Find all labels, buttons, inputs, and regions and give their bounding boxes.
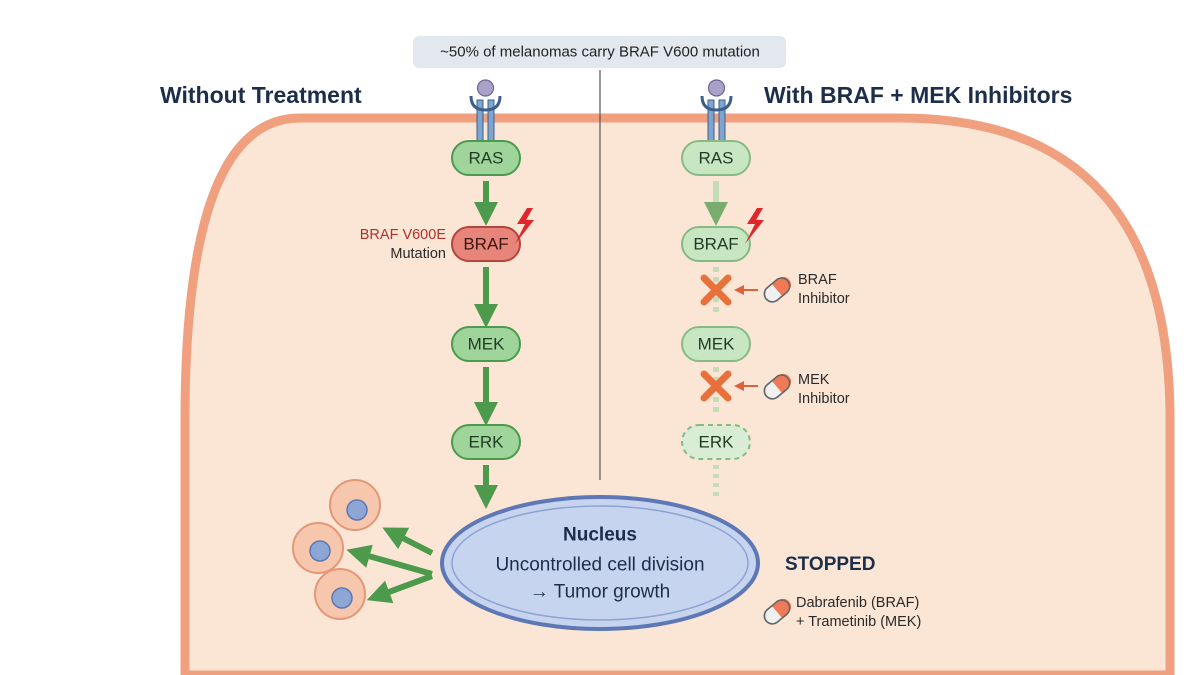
- braf-inhibition-cross-icon: [700, 274, 732, 306]
- mutation-label-line1: BRAF V600E: [360, 227, 447, 243]
- left-mek-label: MEK: [468, 335, 506, 354]
- left-heading: Without Treatment: [160, 82, 362, 108]
- nucleus-line1: Uncontrolled cell division: [495, 555, 704, 576]
- banner-box: [413, 36, 786, 68]
- mek-inhibitor-line1: MEK: [798, 372, 830, 388]
- left-mutation-lightning-icon: [515, 208, 534, 244]
- division-arrow-bottom: [366, 573, 434, 604]
- braf-inhibitor-pill-icon: [763, 276, 792, 303]
- stopped-label: STOPPED: [785, 554, 875, 575]
- cell-membrane: [180, 113, 1175, 675]
- daughter-cell-bottom: [314, 568, 366, 620]
- daughter-cell-top: [329, 479, 381, 531]
- right-receptor: [700, 79, 733, 149]
- left-braf-node: BRAF: [451, 226, 521, 262]
- right-erk-label: ERK: [699, 433, 735, 452]
- banner-text: ~50% of melanomas carry BRAF V600 mutati…: [440, 44, 760, 61]
- drugs-line2: + Trametinib (MEK): [796, 614, 921, 630]
- daughter-cell-middle: [292, 522, 344, 574]
- right-mek-node: MEK: [681, 326, 751, 362]
- left-erk-label: ERK: [469, 433, 505, 452]
- right-ras-label: RAS: [699, 149, 734, 168]
- right-erk-node: ERK: [681, 424, 751, 460]
- right-braf-label: BRAF: [693, 235, 738, 254]
- combo-drug-pill-icon: [763, 598, 792, 625]
- nucleus-line2: → Tumor growth: [530, 582, 670, 603]
- right-mek-label: MEK: [698, 335, 736, 354]
- braf-inhibitor-line2: Inhibitor: [798, 291, 850, 307]
- right-mutation-lightning-icon: [745, 208, 764, 244]
- mek-inhibitor-line2: Inhibitor: [798, 391, 850, 407]
- mek-inhibitor-pill-icon: [763, 373, 792, 400]
- left-receptor: [469, 79, 502, 149]
- right-heading: With BRAF + MEK Inhibitors: [764, 82, 1072, 108]
- left-mek-node: MEK: [451, 326, 521, 362]
- drugs-line1: Dabrafenib (BRAF): [796, 595, 919, 611]
- mek-inhibition-cross-icon: [700, 370, 732, 402]
- division-arrow-middle: [346, 544, 433, 577]
- nucleus-title: Nucleus: [563, 525, 637, 546]
- left-ras-label: RAS: [469, 149, 504, 168]
- right-ras-node: RAS: [681, 140, 751, 176]
- division-arrow-top: [382, 527, 434, 556]
- left-braf-label: BRAF: [463, 235, 508, 254]
- right-braf-node: BRAF: [681, 226, 751, 262]
- left-erk-node: ERK: [451, 424, 521, 460]
- left-ras-node: RAS: [451, 140, 521, 176]
- braf-inhibitor-line1: BRAF: [798, 272, 837, 288]
- nucleus: Nucleus Uncontrolled cell division → Tum…: [440, 495, 760, 631]
- mutation-label-line2: Mutation: [390, 246, 446, 262]
